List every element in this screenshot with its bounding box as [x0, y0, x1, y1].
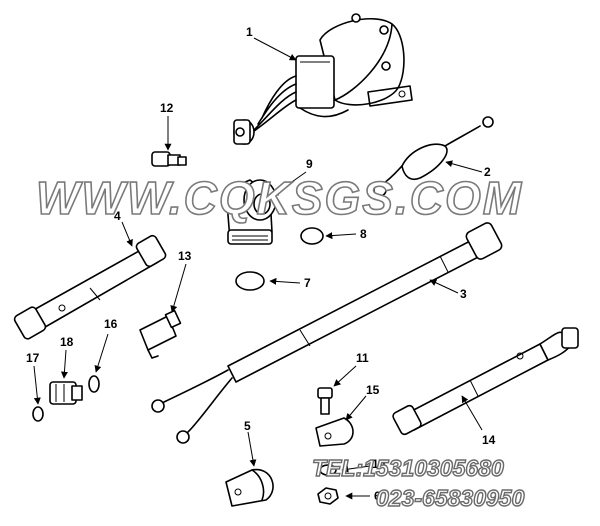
callout-8: 8: [360, 227, 367, 241]
callout-5: 5: [244, 419, 251, 433]
callout-3: 3: [460, 287, 467, 301]
callout-6: 6: [374, 489, 381, 503]
callout-11: 11: [356, 351, 369, 365]
part-11-bolt: [317, 387, 333, 415]
part-14-hose: [392, 327, 579, 436]
watermark-site: WWW.CQKSGS.COM: [36, 172, 523, 224]
callout-18: 18: [60, 335, 74, 349]
part-10-washer: [319, 464, 337, 476]
part-7-o-ring: [235, 271, 265, 291]
part-2-wire-lead: [373, 116, 494, 197]
watermark-phone-2: 023-65830950: [376, 485, 525, 511]
callout-12: 12: [160, 101, 174, 115]
part-3-cable: [151, 222, 503, 444]
part-12-sensor: [151, 151, 187, 167]
part-6-nut: [317, 487, 339, 505]
callout-14: 14: [482, 433, 496, 447]
part-16-washer: [88, 375, 100, 393]
callout-13: 13: [178, 249, 192, 263]
part-9-elbow-fitting: [225, 179, 277, 245]
callout-7: 7: [304, 276, 311, 290]
callout-1: 1: [246, 25, 253, 39]
callout-9: 9: [306, 157, 313, 171]
part-1-solenoid: [233, 13, 413, 145]
part-4-hose: [13, 234, 167, 340]
part-8-o-ring: [300, 227, 324, 245]
callout-16: 16: [104, 317, 118, 331]
callout-arrows: [33, 37, 483, 500]
part-5-clamp: [225, 468, 274, 507]
callout-10: 10: [372, 457, 386, 471]
watermark-phone-1: TEL:15310305680: [312, 455, 504, 481]
part-13-sender: [139, 309, 182, 359]
part-17-washer: [32, 406, 44, 422]
callout-17: 17: [26, 351, 40, 365]
callout-2: 2: [484, 165, 491, 179]
callout-4: 4: [114, 209, 121, 223]
callout-15: 15: [366, 383, 380, 397]
part-18-adapter: [49, 381, 83, 405]
part-15-clamp: [315, 417, 354, 447]
